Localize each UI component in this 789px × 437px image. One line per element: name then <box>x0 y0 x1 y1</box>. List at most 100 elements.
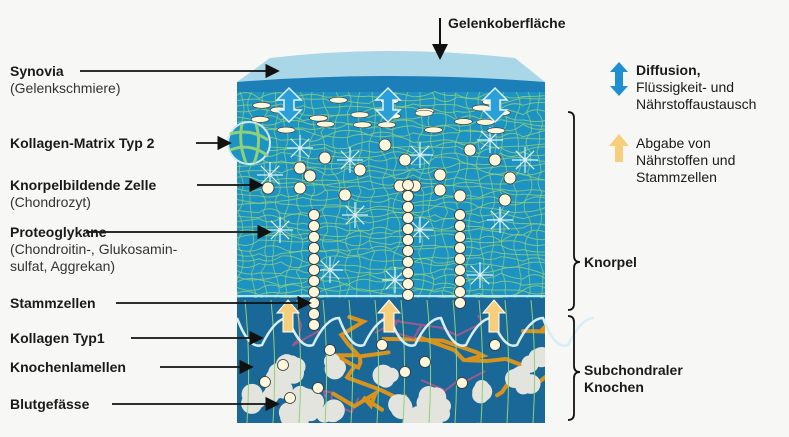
collagen-fiber <box>237 167 545 176</box>
stem-cell <box>308 264 320 276</box>
label-title: Synovia <box>10 63 64 79</box>
collagen-fiber <box>237 249 545 260</box>
stem-cell <box>259 376 271 388</box>
collagen-fiber <box>237 266 545 276</box>
diffusion-arrow-icon <box>374 86 402 124</box>
stem-cell <box>454 286 466 298</box>
proteoglycan <box>407 142 433 168</box>
stem-cell <box>308 253 320 265</box>
stem-cell <box>402 212 414 224</box>
blood-vessel <box>335 350 391 371</box>
chondrocyte <box>261 181 275 195</box>
stem-cell <box>454 209 466 221</box>
chondrocyte <box>453 189 467 203</box>
stem-cell <box>454 231 466 243</box>
label-title: Kollagen Typ1 <box>10 330 105 346</box>
legend-supply-line: Abgabe von <box>636 135 711 151</box>
chondrocyte-flat <box>276 126 296 134</box>
blood-vessel <box>331 388 384 412</box>
label-kollagen-matrix: Kollagen-Matrix Typ 2 <box>10 135 154 152</box>
joint-surface-label: Gelenkoberfläche <box>448 15 566 31</box>
chondrocyte <box>433 183 447 197</box>
collagen-fiber <box>374 299 380 423</box>
label-title: Blutgefässe <box>10 396 90 412</box>
collagen-fiber <box>417 91 425 298</box>
chondrocyte <box>398 153 412 167</box>
proteoglycan <box>382 267 408 293</box>
subchondral-bone-label-line: Knochen <box>584 379 644 395</box>
proteoglycan <box>487 207 513 233</box>
stem-cell <box>324 344 336 356</box>
stem-cell <box>456 377 468 389</box>
stem-cell <box>308 286 320 298</box>
cartilage-label: Knorpel <box>584 254 637 270</box>
collagen-fiber <box>530 299 536 423</box>
collagen-fiber <box>320 91 329 298</box>
label-subtitle: sulfat, Aggrekan) <box>10 258 116 274</box>
stem-cell <box>402 223 414 235</box>
collagen-fiber <box>512 91 522 298</box>
stem-cell <box>308 319 320 331</box>
collagen-fiber <box>237 255 545 264</box>
label-subtitle: (Gelenkschmiere) <box>10 80 121 96</box>
stem-cell <box>454 264 466 276</box>
label-title: Proteoglykane <box>10 224 107 240</box>
stem-cell <box>489 339 501 351</box>
subchondral-bone-label-line: Subchondraler <box>584 362 683 378</box>
collagen-fiber <box>272 91 282 298</box>
collagen-fiber <box>464 91 473 298</box>
chondrocyte <box>433 168 447 182</box>
collagen-fiber <box>237 244 545 253</box>
stem-cell <box>284 392 296 404</box>
chondrocyte-flat <box>486 127 506 134</box>
subchondral-bone-label: Subchondraler Knochen <box>584 362 683 396</box>
proteoglycan <box>257 162 283 188</box>
chondrocyte <box>378 138 392 152</box>
collagen-fiber <box>237 283 545 292</box>
collagen-fiber <box>237 189 545 199</box>
label-title: Knochenlamellen <box>10 359 126 375</box>
stem-cell <box>402 234 414 246</box>
chondrocyte-flat <box>424 126 443 134</box>
chondrocyte-flat <box>252 102 271 109</box>
stem-cell <box>402 245 414 257</box>
up-arrow-icon <box>609 134 629 162</box>
collagen-fiber <box>295 91 306 298</box>
proteoglycan <box>342 202 368 228</box>
label-blutgefaesse: Blutgefässe <box>10 396 89 413</box>
nutrient-arrow-icon <box>275 299 301 333</box>
stem-cell <box>312 382 324 394</box>
label-title: Knorpelbildende Zelle <box>10 177 157 193</box>
legend-supply: Abgabe von Nährstoffen und Stammzellen <box>636 135 735 186</box>
legend-diffusion-line: Nährstoffaustausch <box>636 96 757 112</box>
collagen-fiber <box>237 272 545 281</box>
stem-cell <box>376 339 388 351</box>
chondrocyte <box>318 151 332 165</box>
chondrocyte-flat <box>309 114 328 122</box>
stem-cell <box>308 297 320 309</box>
stem-cell <box>454 220 466 232</box>
bone-lamella <box>505 365 531 388</box>
label-knorpelzelle: Knorpelbildende Zelle(Chondrozyt) <box>10 177 156 211</box>
collagen-fiber <box>478 299 484 423</box>
label-kollagen-typ1: Kollagen Typ1 <box>10 330 105 347</box>
stem-cell <box>402 201 414 213</box>
chondrocyte-flat <box>454 118 473 125</box>
nutrient-arrow-icon <box>481 299 507 333</box>
chondrocyte-flat <box>329 96 348 104</box>
label-title: Stammzellen <box>10 295 96 311</box>
stem-cell <box>402 190 414 202</box>
stem-cell <box>454 297 466 309</box>
collagen-fiber <box>452 299 458 423</box>
legend-supply-line: Nährstoffen und <box>636 152 736 168</box>
chondrocyte-flat <box>476 118 495 126</box>
collagen-fiber <box>237 201 545 210</box>
diffusion-arrow-icon <box>275 86 303 124</box>
nutrient-arrow-icon <box>376 299 402 333</box>
blood-vessel <box>328 314 369 358</box>
blood-vessel <box>418 335 529 369</box>
stem-cell <box>308 231 320 243</box>
diffusion-arrow-icon <box>481 86 509 124</box>
chondrocyte-flat <box>352 121 372 129</box>
